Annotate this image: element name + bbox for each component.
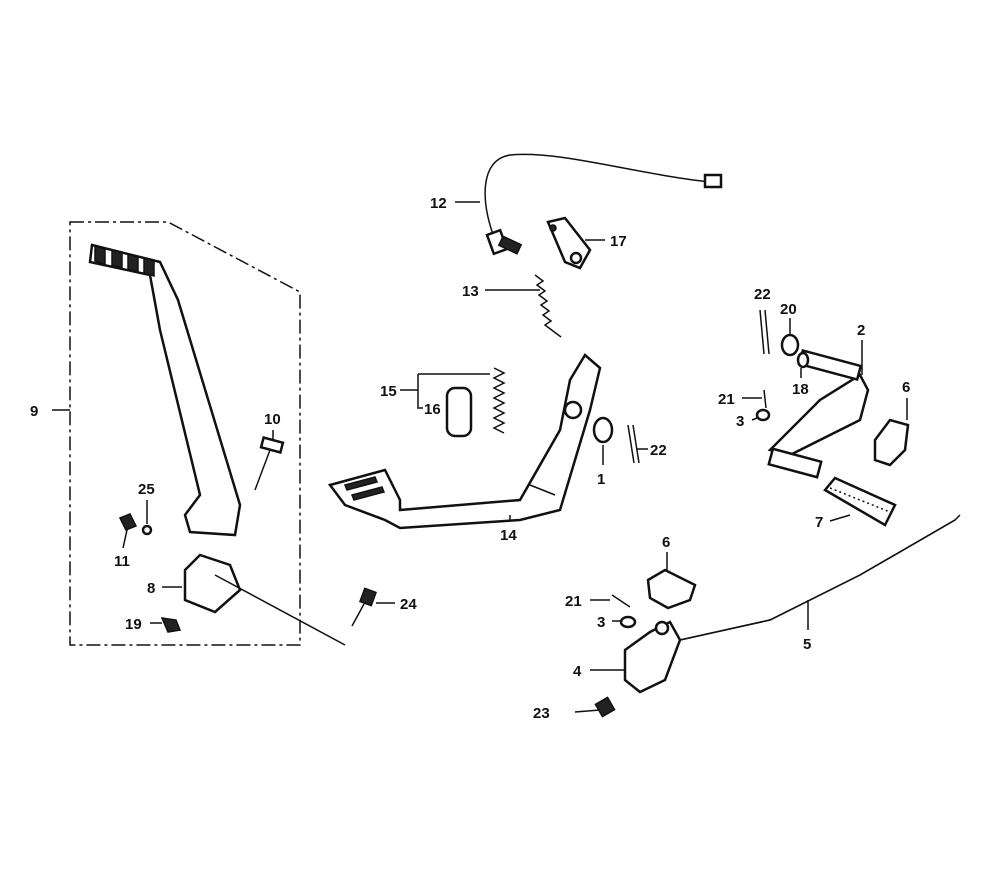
callout-15: 15	[380, 383, 397, 400]
washer-3-part	[755, 408, 771, 422]
callout-9: 9	[30, 403, 38, 420]
callout-23: 23	[533, 705, 550, 722]
callout-12: 12	[430, 195, 447, 212]
callout-19: 19	[125, 616, 142, 633]
callout-3b: 3	[597, 614, 605, 631]
pin-21-part	[763, 389, 767, 409]
callout-7: 7	[815, 514, 823, 531]
pin-21b-part	[611, 594, 631, 608]
joint-6b-part	[646, 568, 697, 610]
brake-pedal-14-part	[327, 353, 602, 530]
kick-starter-group-frame	[69, 221, 301, 646]
callout-18: 18	[792, 381, 809, 398]
cotter-pin-22-part	[627, 424, 640, 464]
callout-4: 4	[573, 663, 582, 680]
step-rubber-7-part	[823, 476, 897, 527]
spring-13-part	[534, 274, 562, 338]
callout-25: 25	[138, 481, 155, 498]
bolt-24-part	[351, 587, 395, 627]
washer-18-part	[796, 351, 810, 369]
callout-6: 6	[902, 379, 910, 396]
callout-11: 11	[114, 553, 130, 570]
callout-21b: 21	[565, 593, 582, 610]
callout-10: 10	[264, 411, 281, 428]
shift-rod-5-part	[679, 514, 961, 641]
sleeve-16-part	[445, 386, 473, 438]
callout-5: 5	[803, 636, 811, 653]
washer-1-part	[592, 416, 614, 444]
kick-arm-8-part	[183, 553, 242, 614]
kick-lever-part	[88, 243, 242, 537]
cotter-pin-22b-part	[759, 309, 770, 355]
callout-21: 21	[718, 391, 735, 408]
callout-6b: 6	[662, 534, 670, 551]
joint-6-part	[873, 418, 910, 467]
callout-13: 13	[462, 283, 479, 300]
spring-11-part	[118, 513, 138, 531]
callout-14: 14	[500, 527, 517, 544]
callout-2: 2	[857, 322, 865, 339]
washer-20-part	[780, 333, 800, 357]
callout-17: 17	[610, 233, 627, 250]
shift-arm-4-part	[623, 620, 682, 694]
ball-25-part	[141, 524, 153, 536]
bolt-19-part	[160, 617, 182, 633]
callout-20: 20	[780, 301, 797, 318]
callout-24: 24	[400, 596, 417, 613]
callout-22b: 22	[754, 286, 771, 303]
callout-1: 1	[597, 471, 605, 488]
switch-cable-12-part	[455, 153, 723, 256]
bolt-10-part	[254, 430, 285, 491]
washer-3b-part	[619, 615, 637, 629]
spring-15-part	[492, 367, 506, 434]
callout-8: 8	[147, 580, 155, 597]
callout-22: 22	[650, 442, 667, 459]
callout-16: 16	[424, 401, 441, 418]
callout-3: 3	[736, 413, 744, 430]
step-bracket-2-part	[767, 340, 870, 479]
bolt-23-part	[574, 696, 616, 718]
